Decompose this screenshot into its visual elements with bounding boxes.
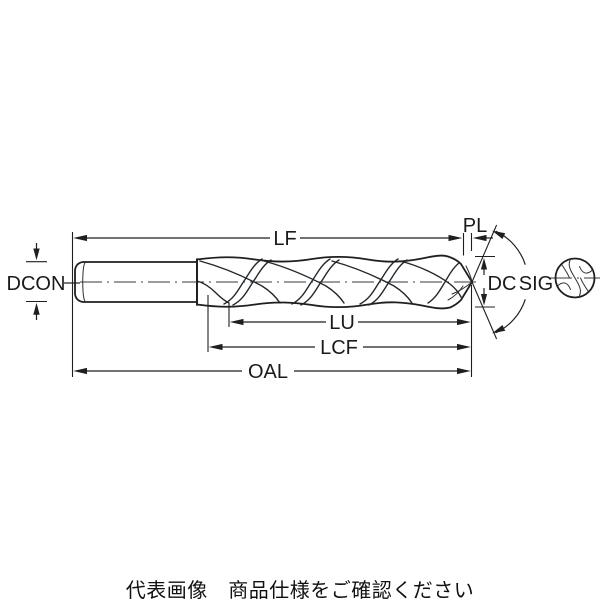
caption-text: 代表画像 商品仕様をご確認ください (125, 580, 475, 600)
oal-arrow-right (457, 367, 471, 375)
flute-spiral-lines (199, 258, 462, 306)
dimension-lcf: LCF (207, 295, 471, 359)
sig-arc-arrow-top (492, 230, 506, 239)
dcon-arrow-down (33, 248, 40, 261)
sig-line-upper (471, 224, 498, 283)
end-view-flute-lines (557, 260, 593, 296)
shank-chamfer-line (82, 262, 86, 302)
dcon-arrow-up (33, 302, 40, 315)
drill-end-view (554, 257, 596, 299)
end-view-circle (554, 257, 596, 299)
lu-label: LU (329, 312, 355, 334)
dc-arrow-down (480, 294, 488, 306)
pl-arrow (472, 234, 487, 242)
sig-line-lower (471, 281, 498, 340)
oal-arrow-left (73, 367, 87, 375)
lcf-label: LCF (320, 337, 358, 359)
dimension-sig: SIG (471, 224, 553, 340)
dimension-oal: OAL (73, 285, 473, 383)
pl-label: PL (463, 215, 487, 237)
dimension-lf: LF (71, 228, 473, 377)
dimension-pl: PL (463, 215, 493, 242)
lf-label: LF (273, 228, 296, 250)
dimension-dc: DC (475, 255, 517, 308)
center-axis-lines (80, 277, 600, 283)
lf-arrow-left (73, 234, 87, 242)
dimension-lu: LU (228, 303, 471, 334)
drill-tip-details (447, 265, 473, 301)
lcf-arrow-left (208, 343, 223, 351)
drill-shank (74, 261, 198, 303)
lu-arrow-left (229, 318, 244, 326)
dc-arrow-up (480, 258, 488, 270)
flute-runout-curve (196, 280, 230, 304)
drill-flute-body (196, 254, 474, 310)
sig-label: SIG (519, 273, 553, 295)
lf-arrow-right (448, 234, 463, 242)
dc-label: DC (488, 273, 517, 295)
drill-side-view (74, 254, 474, 310)
lcf-arrow-right (457, 343, 471, 351)
oal-label: OAL (248, 361, 288, 383)
sig-arc-arrow-bottom (492, 325, 506, 334)
dcon-label: DCON (7, 273, 66, 295)
dimension-dcon: DCON (7, 243, 80, 320)
lu-arrow-right (457, 318, 471, 326)
